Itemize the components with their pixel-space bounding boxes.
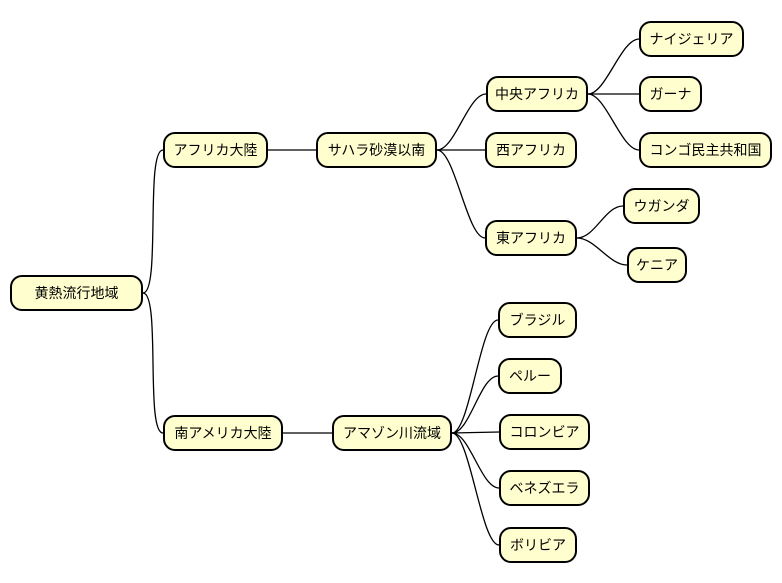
node-colombia[interactable]: コロンビア (499, 414, 590, 450)
connector-sub-sahara-east-africa (436, 149, 486, 239)
node-east-africa[interactable]: 東アフリカ (485, 220, 577, 256)
connector-sub-sahara-central-africa (436, 93, 487, 151)
node-nigeria[interactable]: ナイジェリア (639, 21, 744, 57)
node-peru[interactable]: ペルー (498, 358, 562, 394)
node-central-africa[interactable]: 中央アフリカ (486, 76, 588, 112)
node-venezuela[interactable]: ベネズエラ (499, 470, 590, 506)
node-africa-continent[interactable]: アフリカ大陸 (163, 132, 268, 168)
connector-amazon-basin-brazil (451, 319, 499, 434)
node-brazil[interactable]: ブラジル (498, 302, 577, 338)
connector-amazon-basin-peru (451, 375, 499, 434)
node-yellow-fever-endemic-area[interactable]: 黄熱流行地域 (10, 275, 143, 311)
node-sub-saharan-africa[interactable]: サハラ砂漠以南 (316, 132, 437, 168)
connector-amazon-basin-colombia (451, 431, 500, 434)
connector-amazon-basin-bolivia (451, 432, 500, 546)
connector-amazon-basin-venezuela (451, 432, 500, 489)
connector-east-africa-kenya (576, 237, 628, 266)
connector-east-africa-uganda (576, 205, 624, 239)
node-ghana[interactable]: ガーナ (639, 76, 702, 112)
node-amazon-river-basin[interactable]: アマゾン川流域 (332, 415, 452, 451)
node-south-america-continent[interactable]: 南アメリカ大陸 (163, 415, 283, 451)
connector-central-africa-nigeria (587, 38, 640, 95)
node-dr-congo[interactable]: コンゴ民主共和国 (639, 132, 772, 168)
node-bolivia[interactable]: ボリビア (499, 527, 577, 563)
connector-root-africa (142, 149, 164, 294)
connector-central-africa-dr-congo (587, 93, 640, 151)
node-west-africa[interactable]: 西アフリカ (485, 132, 577, 168)
node-kenya[interactable]: ケニア (627, 247, 687, 283)
node-uganda[interactable]: ウガンダ (623, 188, 700, 224)
connector-root-south-america (142, 292, 164, 434)
